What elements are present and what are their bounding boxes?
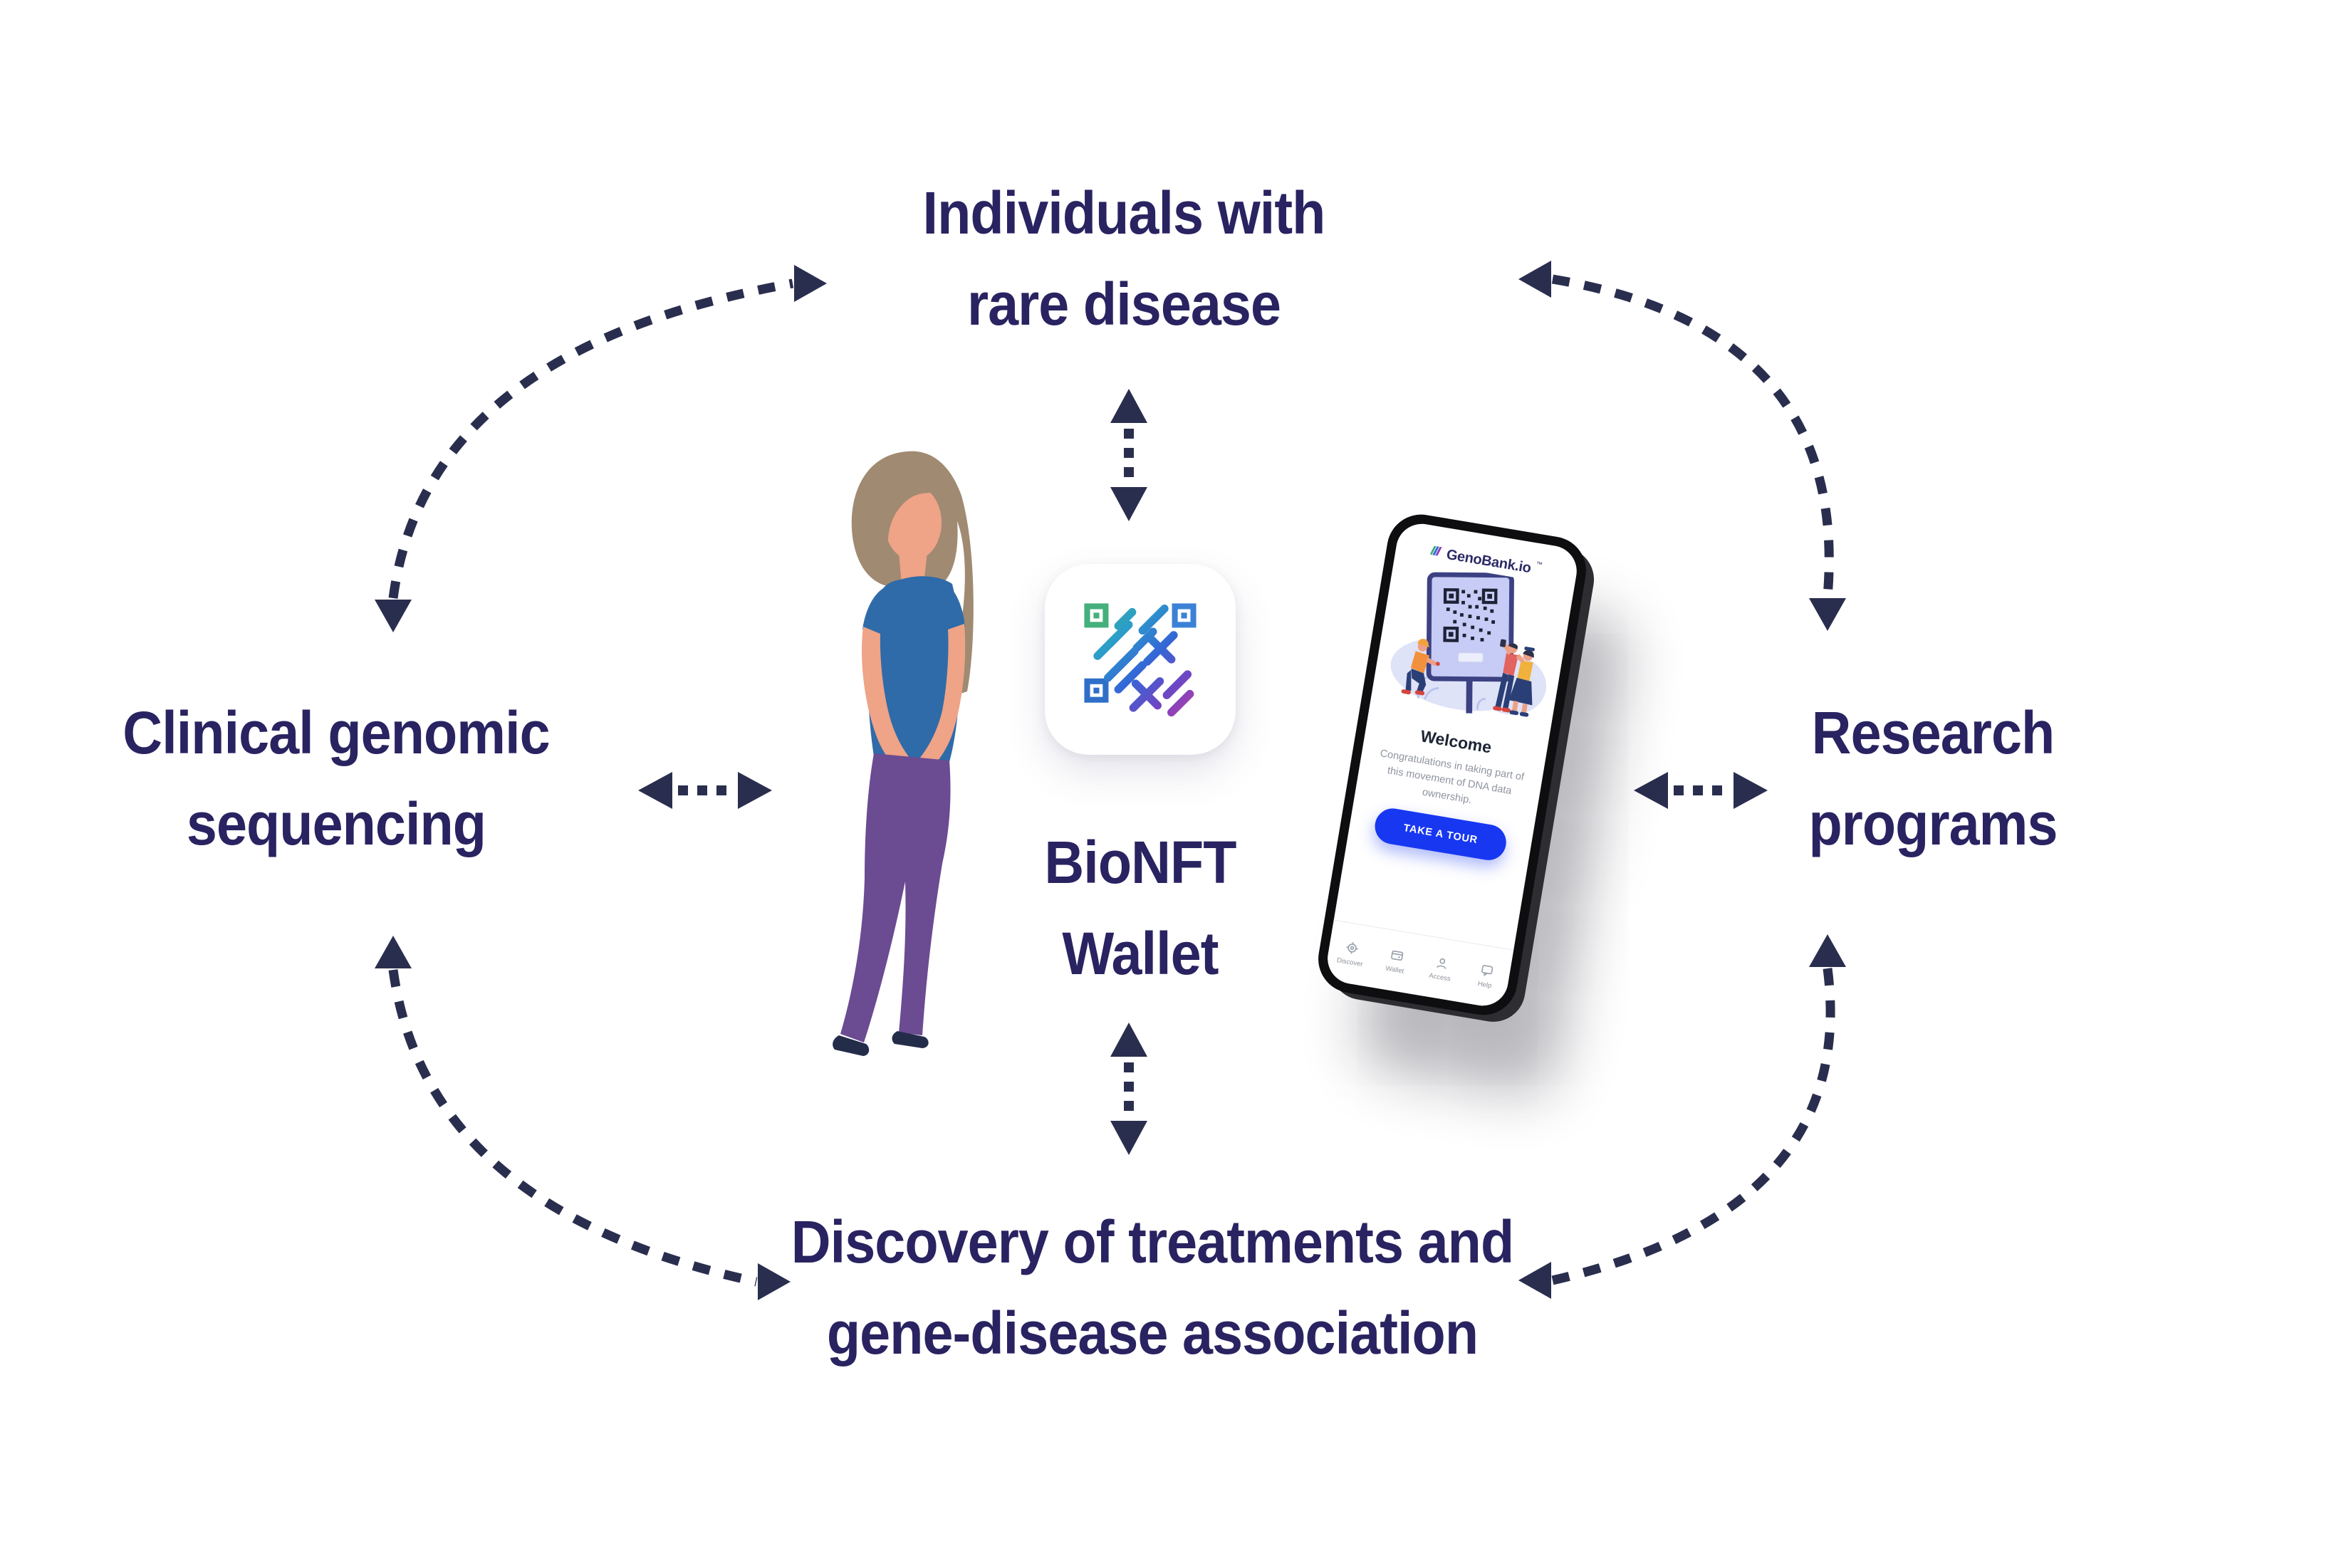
node-individuals-rare-disease: Individuals with rare disease bbox=[922, 167, 1326, 350]
qr-corner-squares bbox=[1084, 603, 1197, 703]
woman-shoe-left bbox=[833, 1035, 870, 1056]
bionft-wallet-line2: Wallet bbox=[1062, 920, 1219, 987]
person-right bbox=[1508, 647, 1535, 717]
qr-billboard bbox=[1426, 572, 1514, 714]
chromosome-strokes bbox=[1093, 605, 1194, 717]
chat-icon bbox=[1481, 965, 1493, 976]
arrow-bottom-right-curve bbox=[1518, 934, 1846, 1299]
arrow-left-horizontal bbox=[638, 772, 772, 809]
nav-label: Help bbox=[1477, 980, 1493, 991]
trademark-symbol: ™ bbox=[1535, 560, 1543, 568]
node-clinical-line1: Clinical genomic bbox=[122, 699, 550, 766]
gear-icon bbox=[1346, 942, 1358, 954]
nav-label: Access bbox=[1428, 971, 1451, 983]
arrow-right-horizontal bbox=[1634, 772, 1768, 809]
person-left bbox=[1401, 639, 1440, 696]
phone-bottom-nav: Discover Wallet Access bbox=[1323, 919, 1514, 1010]
nav-label: Wallet bbox=[1385, 964, 1405, 976]
bionft-logo-icon bbox=[1084, 603, 1197, 717]
node-research-programs: Research programs bbox=[1808, 687, 2058, 869]
node-discovery-treatments: Discovery of treatments and gene-disease… bbox=[791, 1196, 1514, 1379]
phone-mockup: GenoBank.io ™ bbox=[1313, 509, 1592, 1020]
node-research-line1: Research bbox=[1811, 699, 2055, 766]
node-discovery-line1: Discovery of treatments and bbox=[791, 1208, 1514, 1275]
phone-app-header: GenoBank.io ™ bbox=[1395, 538, 1578, 585]
node-clinical-genomic-sequencing: Clinical genomic sequencing bbox=[122, 687, 550, 869]
arrow-bottom-left-curve bbox=[375, 936, 791, 1300]
woman-arm-left bbox=[862, 627, 915, 776]
nav-item-access: Access bbox=[1417, 952, 1466, 985]
phone-hero-illustration bbox=[1390, 572, 1547, 717]
node-individuals-line1: Individuals with bbox=[922, 179, 1326, 246]
qr-code bbox=[1443, 588, 1498, 642]
node-discovery-line2: gene-disease association bbox=[826, 1300, 1479, 1366]
woman-shoe-right bbox=[892, 1031, 929, 1048]
node-research-line2: programs bbox=[1808, 790, 2058, 857]
arrow-bottom-vertical bbox=[1110, 1023, 1147, 1155]
person-middle bbox=[1493, 639, 1519, 713]
nav-item-wallet: Wallet bbox=[1372, 945, 1421, 978]
bionft-wallet-line1: BioNFT bbox=[1044, 829, 1236, 896]
woman-shirt bbox=[867, 576, 961, 762]
person-icon bbox=[1437, 958, 1446, 969]
take-a-tour-button: TAKE A TOUR bbox=[1372, 805, 1509, 863]
arrow-top-left-curve bbox=[375, 265, 827, 632]
arrow-top-right-curve bbox=[1518, 261, 1846, 631]
node-individuals-line2: rare disease bbox=[966, 271, 1281, 338]
woman-arm-right bbox=[914, 624, 966, 775]
phone-screen: GenoBank.io ™ bbox=[1323, 520, 1581, 1010]
node-clinical-line2: sequencing bbox=[186, 790, 486, 857]
genobank-logo-icon bbox=[1430, 545, 1443, 556]
bionft-wallet-app-icon bbox=[1045, 564, 1236, 755]
nav-label: Discover bbox=[1336, 956, 1364, 969]
arrow-top-vertical bbox=[1110, 389, 1147, 521]
woman-neck bbox=[899, 553, 927, 584]
woman-illustration bbox=[833, 451, 974, 1056]
nav-item-discover: Discover bbox=[1327, 937, 1376, 970]
nav-item-help: Help bbox=[1461, 960, 1511, 993]
woman-hair-front bbox=[873, 461, 957, 553]
wallet-icon bbox=[1391, 950, 1404, 961]
woman-sleeve-right bbox=[941, 587, 965, 631]
bionft-wallet-label: BioNFT Wallet bbox=[1044, 817, 1236, 999]
woman-sleeve-left bbox=[862, 587, 891, 637]
woman-pants bbox=[840, 753, 951, 1042]
